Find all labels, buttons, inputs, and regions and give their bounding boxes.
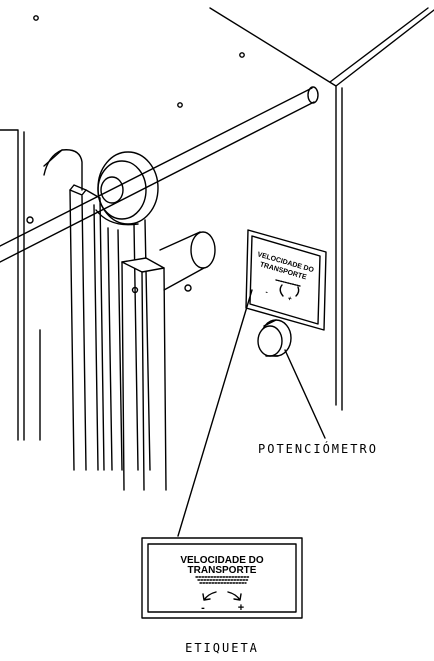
arrow-decrease-icon [202, 591, 217, 601]
label-leader [177, 289, 253, 537]
arrow-increase-icon [227, 591, 242, 601]
machine-label-minus: - [264, 289, 269, 297]
front-vertical-bar [121, 257, 167, 491]
enlarged-label-line1: VELOCIDADE DO [180, 555, 264, 566]
back-side-plate [0, 129, 41, 441]
potentiometer-callout: POTENCIÓMETRO [258, 441, 378, 456]
pulley-wheel [95, 151, 159, 226]
machine-label-plate [245, 229, 327, 331]
enlarged-label-plus: + [238, 602, 244, 614]
potentiometer-knob[interactable] [257, 319, 292, 357]
enlarged-label [141, 537, 303, 619]
belt-tensioner [69, 184, 151, 471]
front-shaft [159, 231, 216, 292]
enlarged-label-line2: TRANSPORTE [188, 565, 257, 576]
enlarged-label-minus: - [201, 602, 205, 614]
potentiometer-leader [284, 349, 326, 439]
machine-label-plus: + [287, 295, 293, 303]
label-callout: ETIQUETA [185, 641, 259, 655]
rear-roller [43, 149, 83, 191]
machine-housing [33, 7, 434, 411]
transverse-rod [0, 86, 319, 263]
